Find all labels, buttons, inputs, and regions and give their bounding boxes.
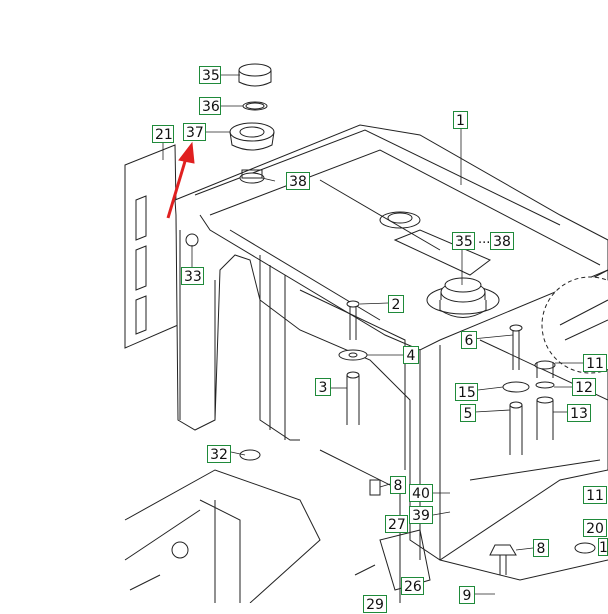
- callout-4: 4: [403, 346, 419, 364]
- exploded-filler-parts: [229, 63, 275, 184]
- callout-12: 12: [572, 378, 596, 396]
- red-arrow: [166, 141, 195, 219]
- callout-3: 3: [315, 378, 331, 396]
- detail-view-circle: [534, 276, 608, 440]
- callout-20: 20: [583, 519, 607, 537]
- callout-6: 6: [461, 331, 477, 349]
- side-panel: [124, 144, 179, 349]
- callout-21: 21: [152, 125, 174, 143]
- callout-11-a: 11: [583, 354, 607, 372]
- callout-39: 39: [409, 506, 433, 524]
- callout-32: 32: [207, 445, 231, 463]
- callout-8-a: 8: [390, 476, 406, 494]
- fuel-tank-body: [174, 124, 608, 561]
- callout-26: 26: [401, 577, 424, 595]
- callout-27: 27: [385, 515, 408, 533]
- lower-frame: [124, 233, 608, 603]
- filler-cap-assembly: [426, 277, 500, 318]
- callout-9: 9: [459, 586, 475, 604]
- right-bolt-washer-spacer: [502, 324, 530, 455]
- callout-40: 40: [409, 484, 433, 502]
- callout-37: 37: [183, 123, 206, 141]
- callout-36: 36: [199, 97, 221, 115]
- callout-11-b: 11: [583, 486, 607, 504]
- callout-38-mid: 38: [490, 232, 514, 250]
- callout-1-edge: 1: [598, 538, 608, 556]
- callout-29: 29: [363, 595, 387, 613]
- range-ellipsis: ...: [478, 232, 491, 247]
- callout-8-b: 8: [533, 539, 549, 557]
- callout-15: 15: [455, 383, 478, 401]
- callout-1: 1: [453, 111, 468, 129]
- callout-35-mid: 35: [452, 232, 475, 250]
- leader-lines: [162, 74, 587, 595]
- callout-33: 33: [181, 267, 204, 285]
- callout-13: 13: [567, 404, 591, 422]
- callout-35-top: 35: [199, 66, 221, 84]
- callout-2: 2: [388, 295, 404, 313]
- callout-38-top: 38: [286, 172, 310, 190]
- callout-5: 5: [460, 404, 476, 422]
